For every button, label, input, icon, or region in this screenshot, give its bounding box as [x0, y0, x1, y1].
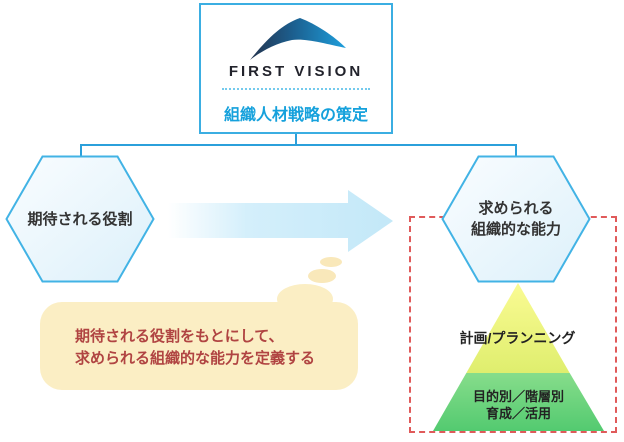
hexagon-expected-role: 期待される役割: [5, 155, 155, 283]
thought-bubble-line2: 求められる組織的な能力を定義する: [75, 350, 316, 367]
thought-trail-small-ellipse: [320, 257, 342, 267]
hexagon-expected-role-label: 期待される役割: [5, 155, 155, 283]
hexagon-right-text-line1: 求められる: [478, 200, 554, 217]
hexagon-shape: [5, 155, 155, 283]
hexagon-required-capability-label: 求められる 組織的な能力: [441, 155, 591, 283]
hexagon-required-capability: 求められる 組織的な能力: [441, 155, 591, 283]
thought-bubble-line1: 期待される役割をもとにして、: [75, 328, 284, 345]
thought-bubble: [40, 302, 358, 390]
hexagon-left-text: 期待される役割: [27, 210, 133, 228]
pyramid-bottom-label: 目的別／階層別 育成／活用: [433, 388, 604, 422]
first-vision-swoosh-icon: [250, 18, 346, 60]
pyramid-bottom-section: [433, 373, 604, 431]
pyramid-top-section: [466, 283, 570, 373]
logo-dotted-divider: [222, 88, 370, 90]
capability-pyramid: [433, 283, 604, 431]
thought-bubble-text: 期待される役割をもとにして、 求められる組織的な能力を定義する: [75, 326, 315, 370]
connector-horizontal: [80, 144, 517, 146]
hexagon-right-text-line2: 組織的な能力: [470, 221, 561, 238]
thought-trail-medium-ellipse: [308, 269, 336, 283]
vision-box-subtitle: 組織人材戦略の策定: [223, 107, 368, 124]
pyramid-top-label: 計画/プランニング: [459, 330, 576, 346]
right-arrow-icon: [168, 190, 393, 252]
logo-wordmark: FIRST VISION: [228, 63, 364, 80]
vision-box: FIRST VISION 組織人材戦略の策定: [199, 3, 393, 134]
pyramid-bottom-label-line1: 目的別／階層別: [472, 389, 564, 404]
hexagon-shape: [441, 155, 591, 283]
pyramid-bottom-label-line2: 育成／活用: [485, 406, 551, 421]
connector-left-vertical: [80, 144, 82, 157]
connector-right-vertical: [515, 144, 517, 157]
connector-stub-vertical: [295, 133, 297, 146]
